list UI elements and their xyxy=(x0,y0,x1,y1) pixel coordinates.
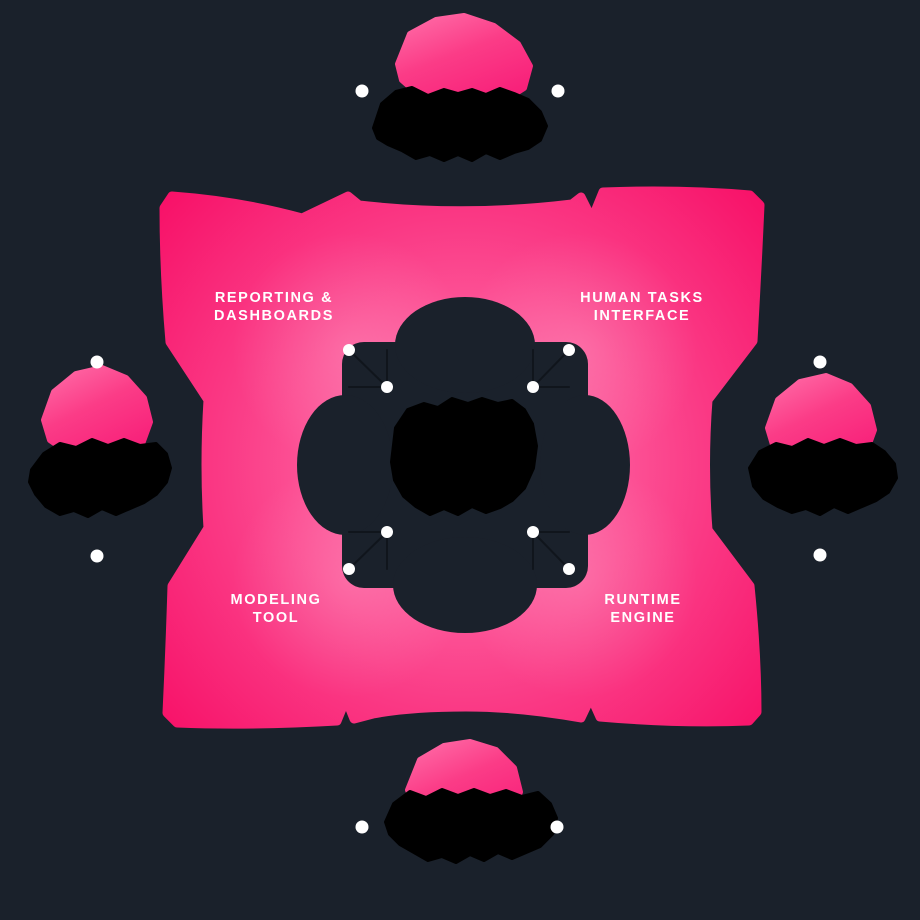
petal-label-line: HUMAN TASKS xyxy=(580,290,704,306)
petal-label-line: DASHBOARDS xyxy=(214,308,334,324)
flank-dot xyxy=(551,84,565,98)
satellite-node-right xyxy=(748,355,898,562)
connector-dot xyxy=(563,344,575,356)
flank-dot xyxy=(813,548,827,562)
petal-label-line: INTERFACE xyxy=(593,308,691,324)
connector-dot xyxy=(343,344,355,356)
center-hub xyxy=(297,297,630,633)
satellite-shadow-blob xyxy=(748,438,898,516)
hub-connector-dots xyxy=(343,344,575,575)
flank-dot xyxy=(813,355,827,369)
petal-label-reporting-dashboards: REPORTING & DASHBOARDS xyxy=(214,289,334,325)
petal-label-line: MODELING xyxy=(230,592,322,608)
satellite-node-bottom xyxy=(355,739,564,864)
satellite-node-top xyxy=(355,13,565,162)
petal-label-line: TOOL xyxy=(252,610,300,626)
flank-dot xyxy=(90,549,104,563)
connector-dot xyxy=(527,381,539,393)
flank-dot xyxy=(90,355,104,369)
petal-label-modeling-tool: MODELING TOOL xyxy=(231,591,322,627)
connector-dot xyxy=(563,563,575,575)
satellite-node-left xyxy=(28,355,172,563)
flank-dot xyxy=(355,84,369,98)
connector-dot xyxy=(343,563,355,575)
flank-dot xyxy=(550,820,564,834)
petal-label-line: ENGINE xyxy=(610,610,676,626)
petal-label-runtime-engine: RUNTIME ENGINE xyxy=(604,591,681,627)
satellite-shadow-blob xyxy=(384,788,558,864)
flank-dot xyxy=(355,820,369,834)
connector-dot xyxy=(381,381,393,393)
petal-label-line: RUNTIME xyxy=(604,592,682,608)
center-shadow-blob xyxy=(390,397,538,516)
connector-dot xyxy=(381,526,393,538)
petal-label-line: REPORTING & xyxy=(214,290,334,306)
satellite-shadow-blob xyxy=(372,86,548,162)
connector-dot xyxy=(527,526,539,538)
satellite-shadow-blob xyxy=(28,438,172,518)
petal-label-human-tasks-interface: HUMAN TASKS INTERFACE xyxy=(580,289,704,325)
